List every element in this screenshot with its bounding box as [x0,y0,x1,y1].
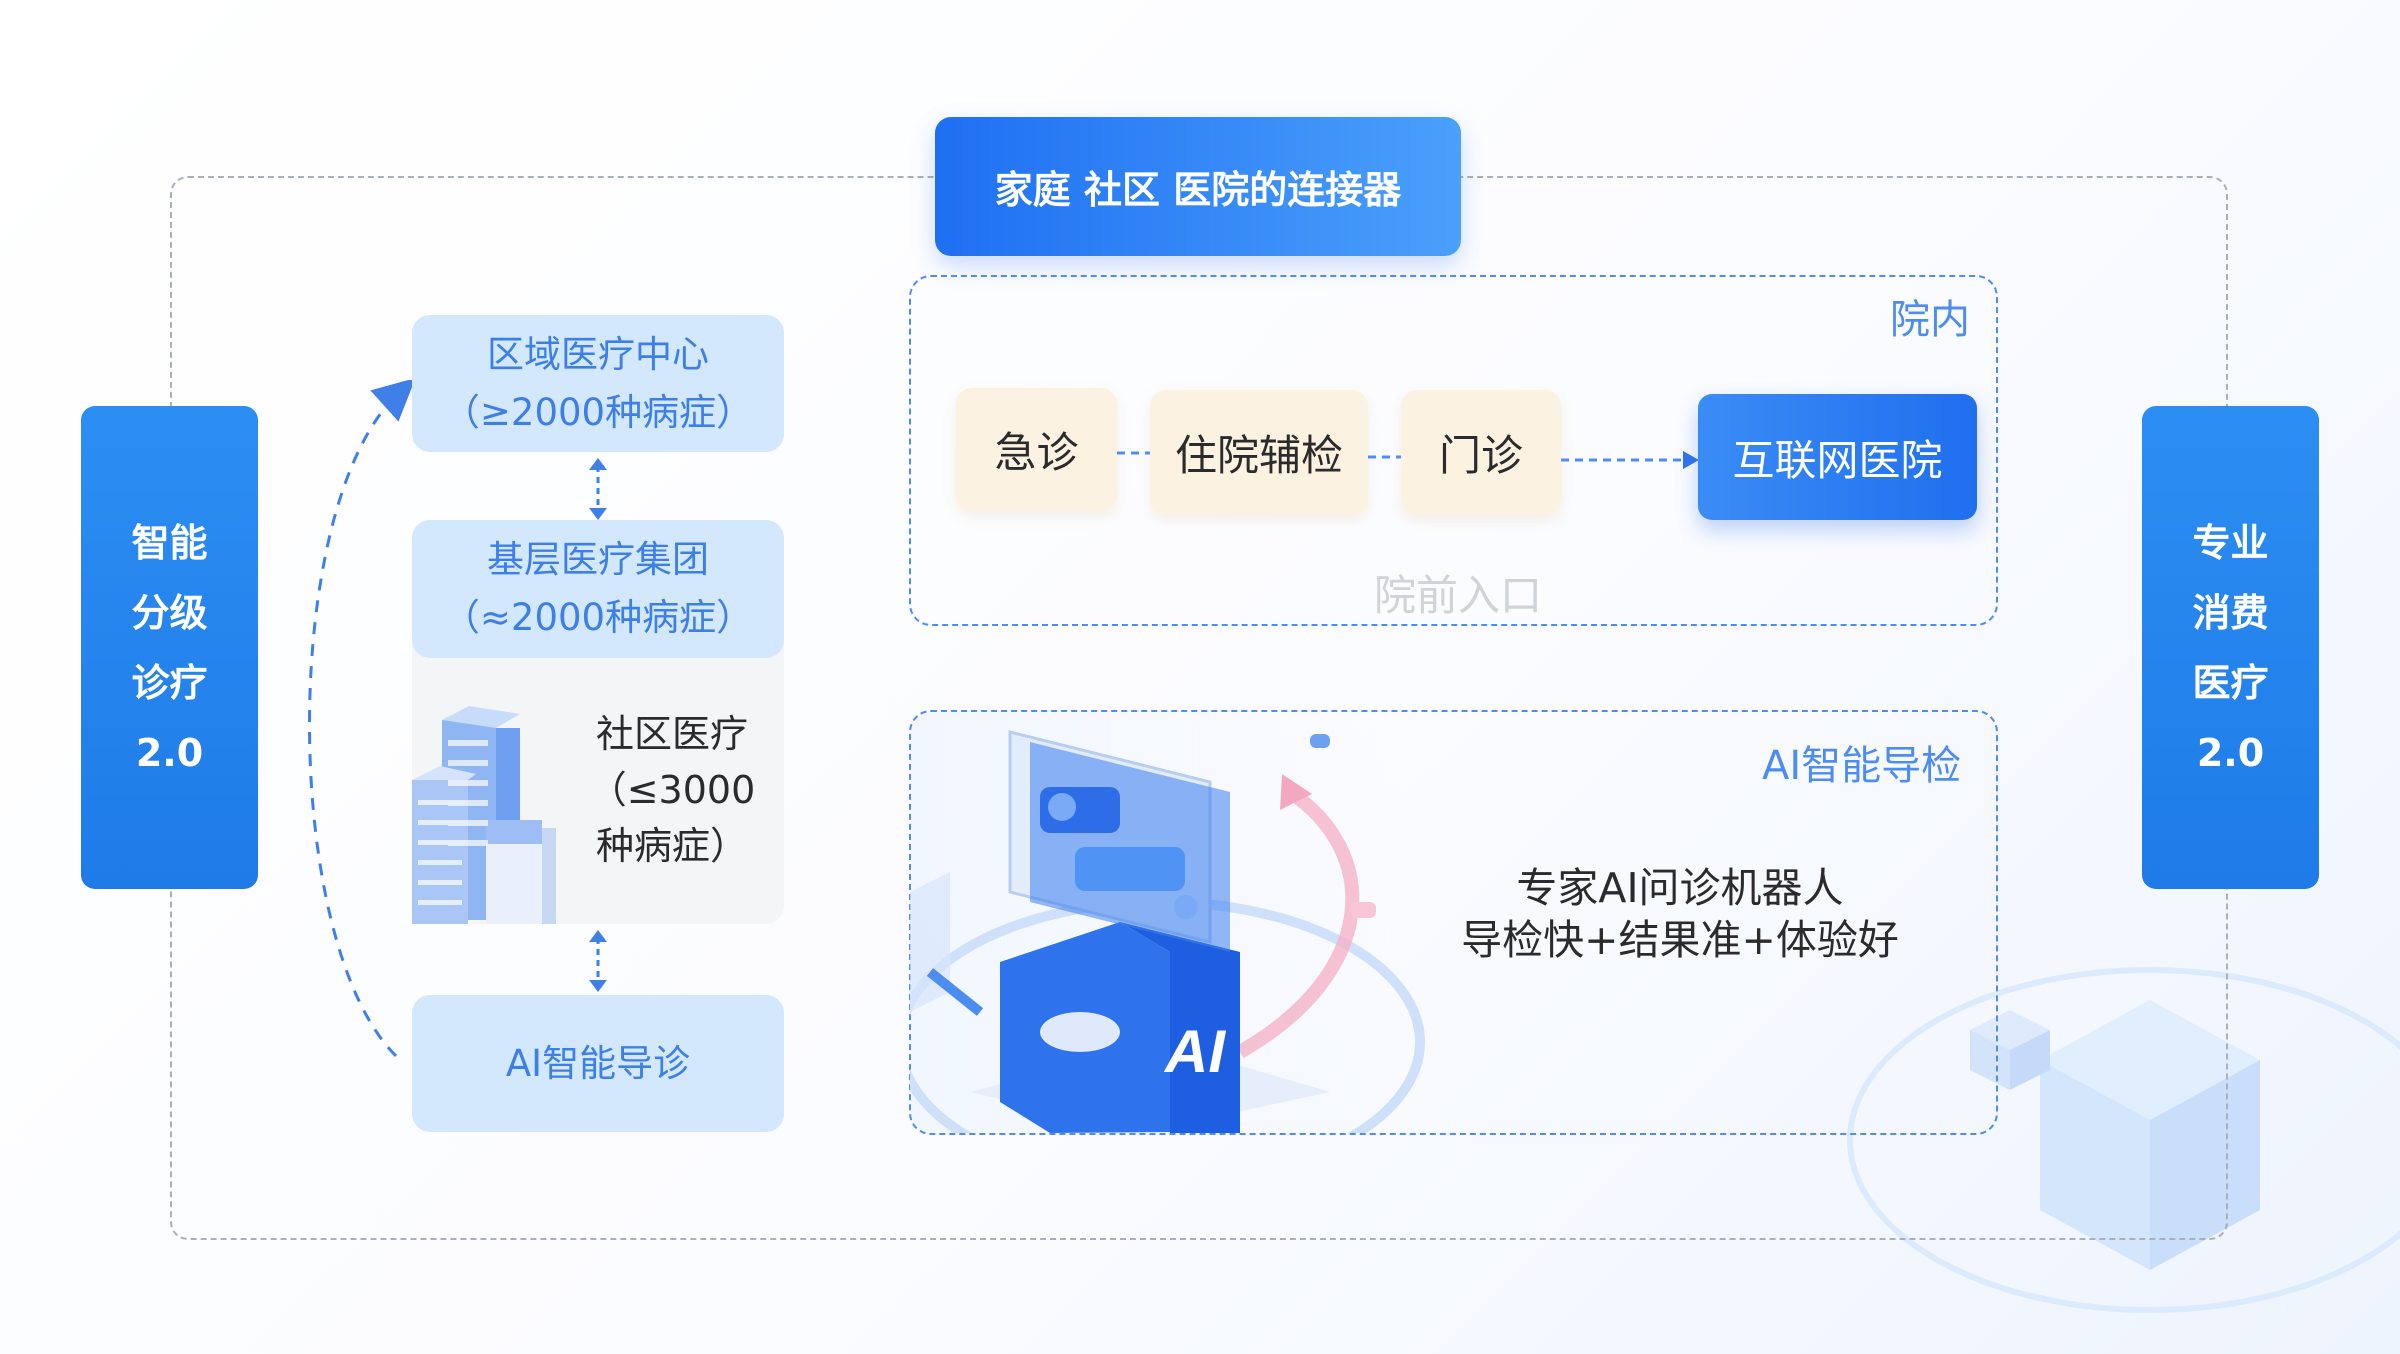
internet-hospital-box: 互联网医院 [1698,394,1977,520]
curved-return-arrow [308,380,416,1058]
background-cube-decoration [1847,967,2400,1313]
right-pillar-line: 2.0 [2196,730,2265,775]
community-label-line2: （≤3000 [588,768,756,812]
step-emergency: 急诊 [956,388,1117,511]
regional-center-subtitle: （≥2000种病症） [442,390,754,434]
right-pillar-line: 医疗 [2192,660,2269,705]
ai-robot-description: 专家AI问诊机器人 导检快+结果准+体验好 [1440,862,1920,966]
pre-hospital-entry-label: 院前入口 [1374,571,1543,620]
community-label-line3: 种病症） [595,824,748,868]
buildings-illustration [412,706,556,924]
community-medical-label: 社区医疗 （≤3000 种病症） [572,706,772,874]
left-pillar-smart-tiered-care: 智能 分级 诊疗 2.0 [81,406,258,889]
ai-triage-box: AI智能导诊 [412,995,784,1132]
regional-center-title: 区域医疗中心 [487,332,709,376]
ai-desc-line1: 专家AI问诊机器人 [1516,864,1844,912]
double-arrow-community-ai [589,930,607,992]
left-pillar-line: 诊疗 [131,660,208,705]
right-pillar-line: 专业 [2192,520,2269,565]
ai-badge-text: AI [1163,1018,1226,1085]
left-pillar-line: 2.0 [135,730,204,775]
grassroots-group-title: 基层医疗集团 [487,538,709,581]
grassroots-medical-group-box: 基层医疗集团 （≈2000种病症） [412,520,784,658]
ai-robot-illustration: AI [910,730,1425,1133]
double-arrow-regional-grassroots [589,458,607,520]
step-inpatient-exam: 住院辅检 [1150,390,1368,515]
step-outpatient: 门诊 [1401,390,1561,515]
regional-medical-center-box: 区域医疗中心 （≥2000种病症） [412,315,784,452]
in-hospital-region [909,275,1998,626]
step-connector-lines [1117,451,1699,469]
left-pillar-line: 智能 [131,520,208,565]
right-pillar-consumer-medicine: 专业 消费 医疗 2.0 [2142,406,2319,889]
in-hospital-label: 院内 [1890,297,1970,343]
ai-guided-exam-label: AI智能导检 [1762,743,1962,789]
connector-title: 家庭 社区 医院的连接器 [935,117,1461,256]
grassroots-group-subtitle: （≈2000种病症） [442,596,754,639]
ai-desc-line2: 导检快+结果准+体验好 [1461,916,1899,964]
right-pillar-line: 消费 [2192,590,2269,635]
community-label-line1: 社区医疗 [595,712,748,756]
left-pillar-line: 分级 [131,590,208,635]
